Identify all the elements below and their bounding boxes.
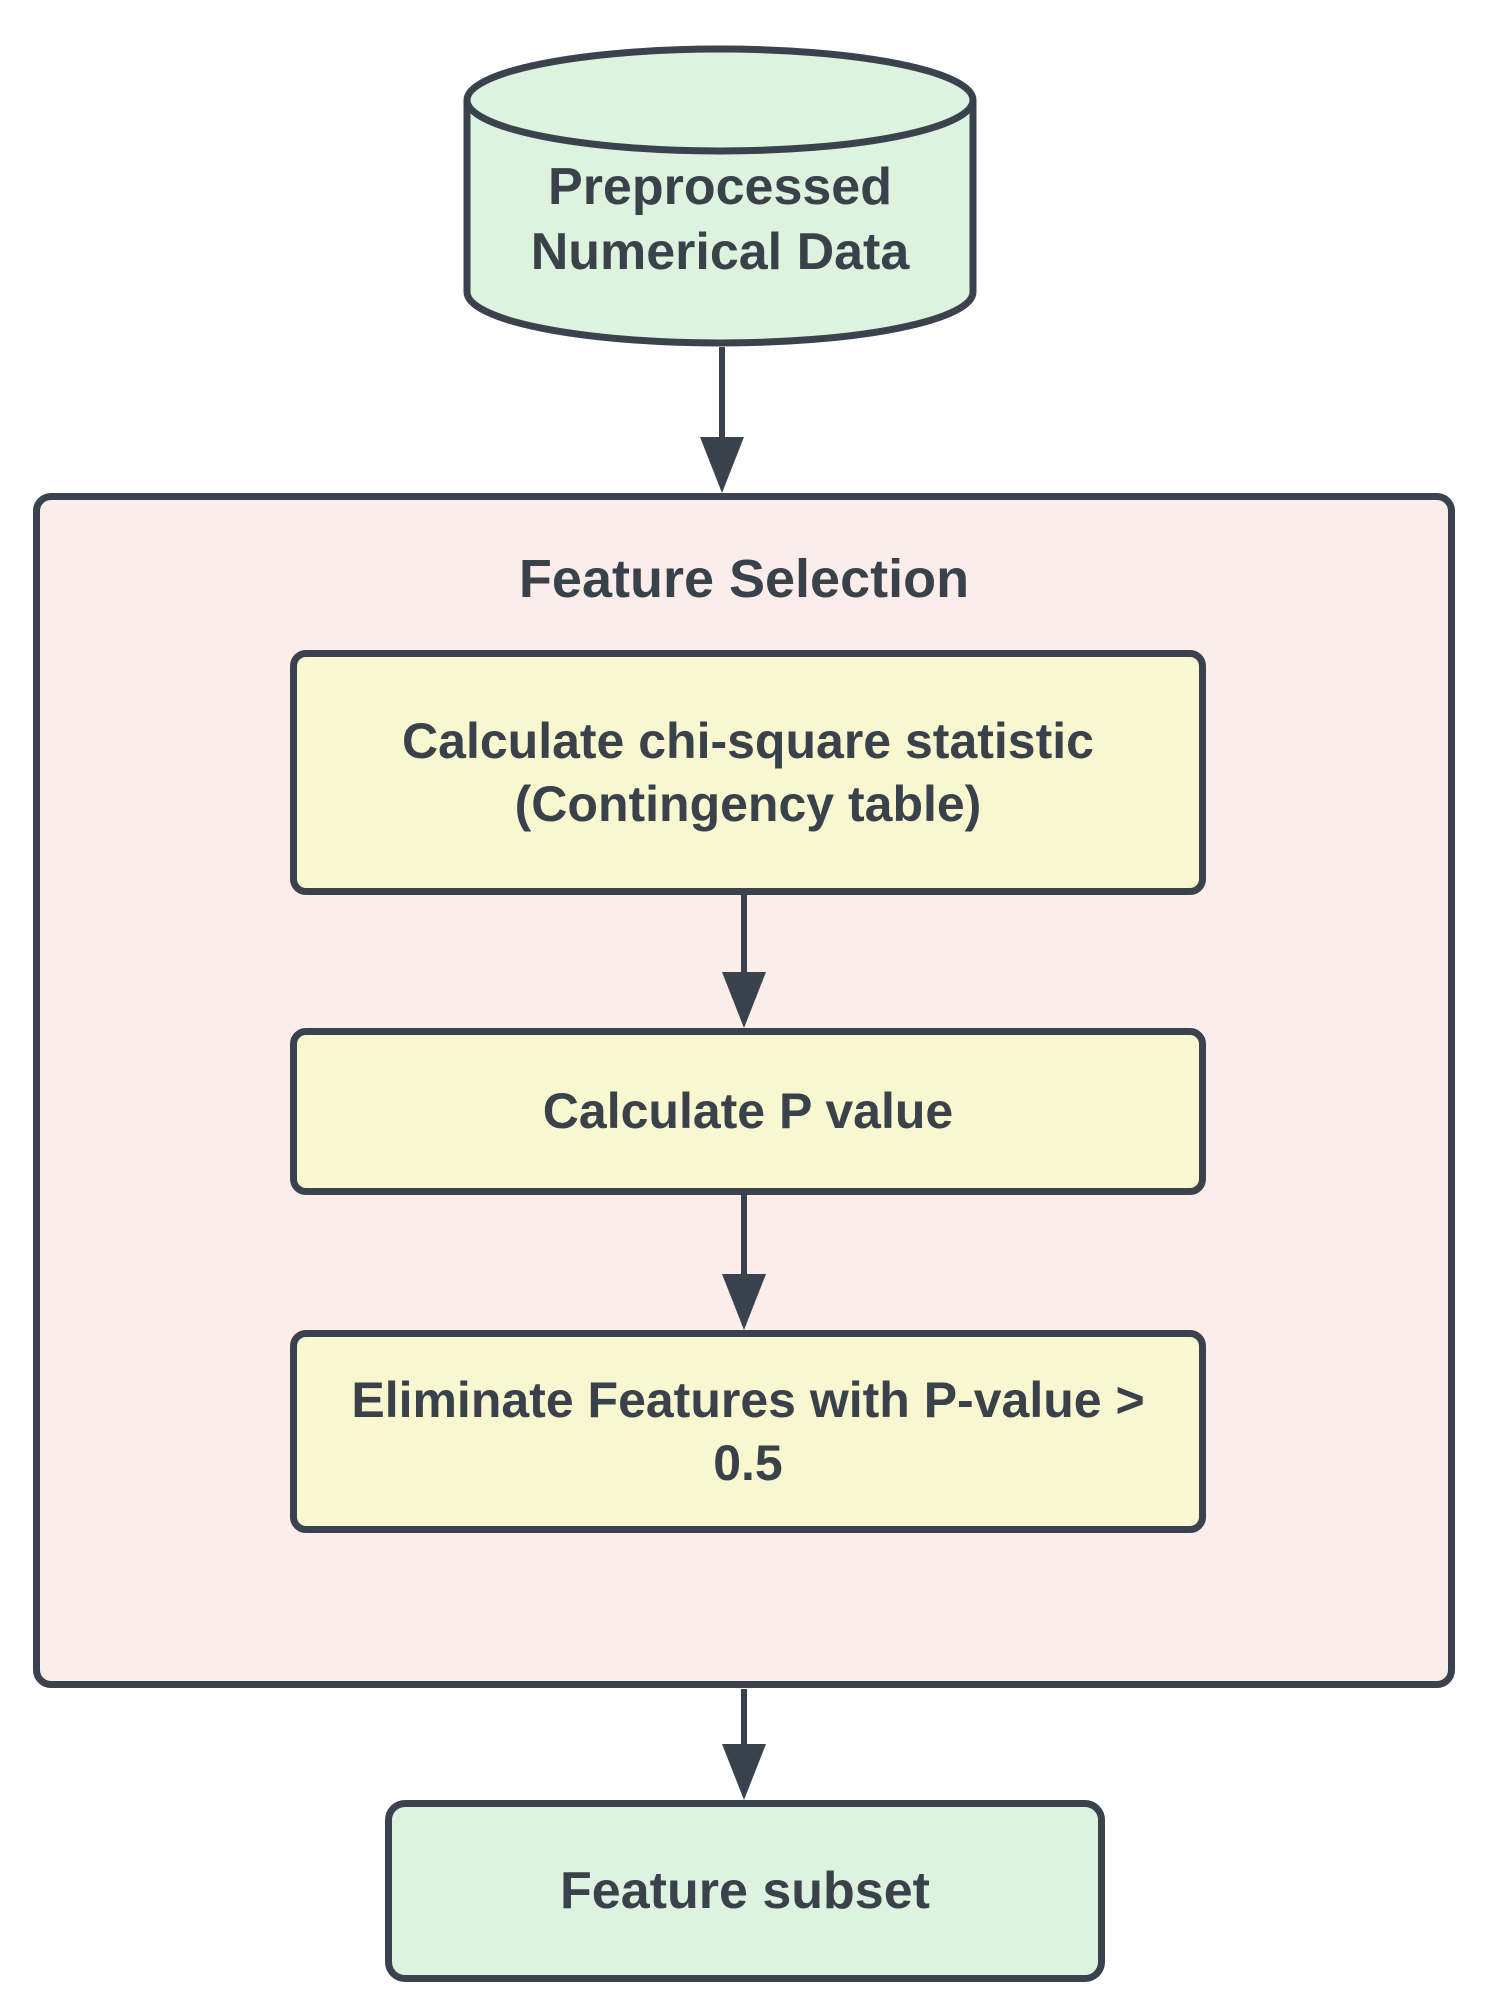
arrow-shaft (741, 1195, 747, 1274)
arrow-p-value-to-eliminate (722, 1195, 766, 1330)
node-preprocessed-numerical-data: Preprocessed Numerical Data (463, 42, 977, 347)
arrow-head-icon (722, 1274, 766, 1330)
node-label-calculate-p-value: Calculate P value (542, 1083, 954, 1140)
arrow-feature-selection-to-subset (722, 1689, 766, 1800)
node-feature-subset: Feature subset (385, 1800, 1105, 1982)
group-title-feature-selection: Feature Selection (518, 549, 970, 609)
arrow-head-icon (722, 972, 766, 1028)
node-eliminate-features: Eliminate Features with P-value > 0.5 (290, 1330, 1206, 1533)
arrow-head-icon (722, 1744, 766, 1800)
arrow-shaft (741, 895, 747, 972)
arrow-head-icon (700, 437, 744, 493)
group-feature-selection: Feature Selection Calculate chi-square s… (33, 493, 1455, 1688)
node-label-preprocessed-numerical-data: Preprocessed Numerical Data (530, 157, 910, 281)
node-label-feature-subset: Feature subset (560, 1861, 930, 1920)
arrow-data-to-feature-selection (700, 347, 744, 493)
node-label-eliminate-features: Eliminate Features with P-value > 0.5 (351, 1372, 1145, 1491)
arrow-chi-square-to-p-value (722, 895, 766, 1028)
node-label-calculate-chi-square: Calculate chi-square statistic (Continge… (402, 713, 1094, 832)
arrow-shaft (741, 1689, 747, 1744)
arrow-shaft (719, 347, 725, 437)
node-calculate-p-value: Calculate P value (290, 1028, 1206, 1195)
cylinder-shape (463, 45, 977, 347)
node-calculate-chi-square: Calculate chi-square statistic (Continge… (290, 650, 1206, 895)
